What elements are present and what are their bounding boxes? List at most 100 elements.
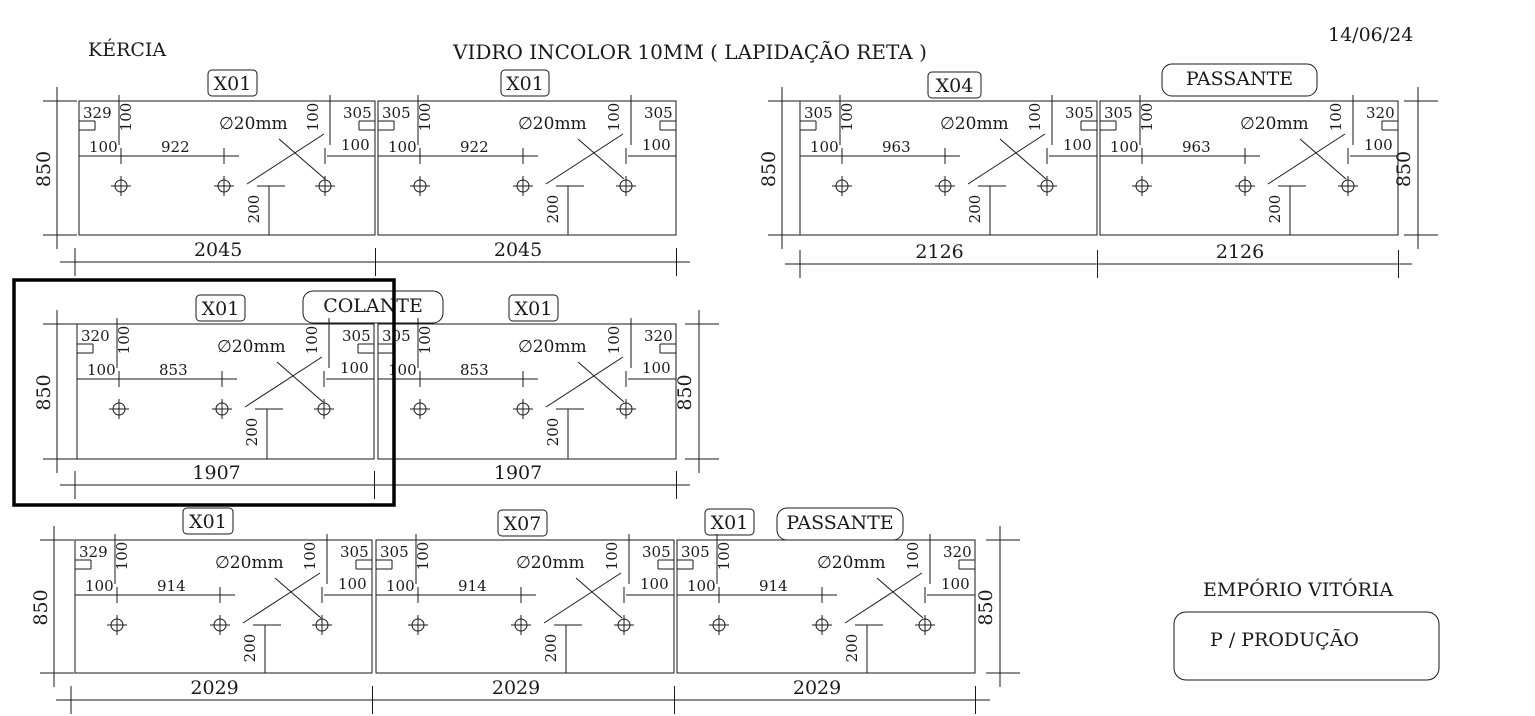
hole-diameter-label: ∅20mm <box>518 114 587 134</box>
hole-leader-line <box>999 138 1047 180</box>
panel-width-label: 2029 <box>190 677 238 699</box>
hole-leader-line <box>278 138 326 180</box>
panel-rows <box>40 87 1438 714</box>
panel-tag: X01 <box>207 69 258 97</box>
panel-width-label: 1907 <box>494 462 542 484</box>
hinge-top-right-offset: 320 <box>644 327 673 345</box>
panel-tag-frame <box>182 507 234 535</box>
selection-highlight <box>12 278 396 507</box>
drop-dimension-label: 200 <box>241 634 259 663</box>
hole-spacing: 963 <box>1182 138 1211 156</box>
panel-tag-label: X01 <box>515 298 553 320</box>
hinge-top-right-side: 100 <box>605 326 623 355</box>
hole-spacing: 853 <box>159 361 188 379</box>
panel-tag: X01 <box>704 508 755 536</box>
panel-height-label: 850 <box>30 589 52 625</box>
hole-leader-line <box>1267 133 1346 185</box>
panel-tag: X01 <box>195 294 246 322</box>
panel-outline <box>76 323 375 460</box>
drop-dimension-label: 200 <box>245 195 263 224</box>
hinge-top-right-side: 100 <box>605 103 623 132</box>
hole-leader-line <box>545 133 624 185</box>
hinge-top-left-side: 100 <box>113 542 131 571</box>
hinge-top-right-offset: 320 <box>1366 104 1395 122</box>
panel-row <box>40 526 1020 714</box>
panel-outline <box>375 539 675 674</box>
drop-dimension-label: 200 <box>544 195 562 224</box>
hole-edge-right: 100 <box>340 359 369 377</box>
panel-height-label: 850 <box>1393 151 1415 187</box>
panel-tag-frame <box>704 508 755 536</box>
hinge-top-left-offset: 305 <box>681 543 710 561</box>
hole-spacing: 922 <box>460 138 489 156</box>
hole-edge-right: 100 <box>642 136 671 154</box>
hole-spacing: 922 <box>161 138 190 156</box>
panel-tag-frame <box>1161 63 1318 97</box>
panel-height-label: 850 <box>674 374 696 410</box>
hole-leader-line <box>1299 138 1347 180</box>
panel-tag-frame <box>508 294 559 322</box>
panel-width-label: 1907 <box>192 462 240 484</box>
hinge-top-left-side: 100 <box>416 103 434 132</box>
drop-dimension-label: 200 <box>542 634 560 663</box>
panel-tag-label: X01 <box>214 73 252 95</box>
hole-edge-right: 100 <box>941 575 970 593</box>
hole-diameter-label: ∅20mm <box>817 553 886 573</box>
panel-tag: X04 <box>927 71 982 99</box>
hole-edge-right: 100 <box>341 136 370 154</box>
panel-tag-label: X07 <box>504 513 542 535</box>
hinge-top-right-side: 100 <box>1327 103 1345 132</box>
hinge-top-right-offset: 305 <box>342 327 371 345</box>
hinge-top-left-offset: 320 <box>81 327 110 345</box>
panel-tag: PASSANTE <box>1161 63 1318 97</box>
panel-width-label: 2126 <box>915 241 963 263</box>
hole-leader-line <box>246 133 325 185</box>
hinge-top-left-offset: 305 <box>1104 104 1133 122</box>
panel-tag-frame <box>927 71 982 99</box>
panel-outline <box>1099 100 1399 236</box>
hole-edge-left: 100 <box>87 361 116 379</box>
panel-row <box>43 310 719 499</box>
hole-leader-line <box>276 361 324 403</box>
panel-tag-label: X01 <box>202 298 240 320</box>
hole-leader-line <box>543 572 622 624</box>
header: KÉRCIA VIDRO INCOLOR 10MM ( LAPIDAÇÃO RE… <box>88 24 1413 64</box>
hole-leader-line <box>577 361 625 403</box>
panel-tag-label: X01 <box>711 512 749 534</box>
hole-leader-line <box>575 577 623 619</box>
hinge-top-right-side: 100 <box>301 542 319 571</box>
drop-dimension-label: 200 <box>966 195 984 224</box>
hole-edge-right: 100 <box>642 359 671 377</box>
panel-width-label: 2045 <box>194 239 242 261</box>
hinge-top-left-side: 100 <box>414 542 432 571</box>
hole-spacing: 853 <box>460 361 489 379</box>
panel-outline <box>377 323 677 460</box>
hinge-top-right-side: 100 <box>304 103 322 132</box>
hinge-top-right-offset: 305 <box>642 543 671 561</box>
panel-tag: X01 <box>508 294 559 322</box>
hinge-top-right-offset: 305 <box>1065 104 1094 122</box>
hinge-top-left-side: 100 <box>838 103 856 132</box>
panel-row <box>43 87 690 276</box>
panel-tag-label: COLANTE <box>323 295 423 317</box>
client-name: KÉRCIA <box>88 38 166 61</box>
hole-edge-right: 100 <box>1364 136 1393 154</box>
hinge-top-left-offset: 305 <box>382 327 411 345</box>
hole-leader-line <box>274 577 322 619</box>
hole-leader-line <box>577 138 625 180</box>
hole-edge-right: 100 <box>338 575 367 593</box>
panel-height-label: 850 <box>975 589 997 625</box>
panel-outline <box>78 100 376 236</box>
panel-tag-label: X04 <box>936 75 974 97</box>
panel-tag-frame <box>195 294 246 322</box>
hole-edge-left: 100 <box>687 577 716 595</box>
hole-leader-line <box>876 577 924 619</box>
hole-leader-line <box>545 356 624 408</box>
drawing-date: 14/06/24 <box>1328 24 1413 46</box>
panel-tag: PASSANTE <box>776 507 904 541</box>
